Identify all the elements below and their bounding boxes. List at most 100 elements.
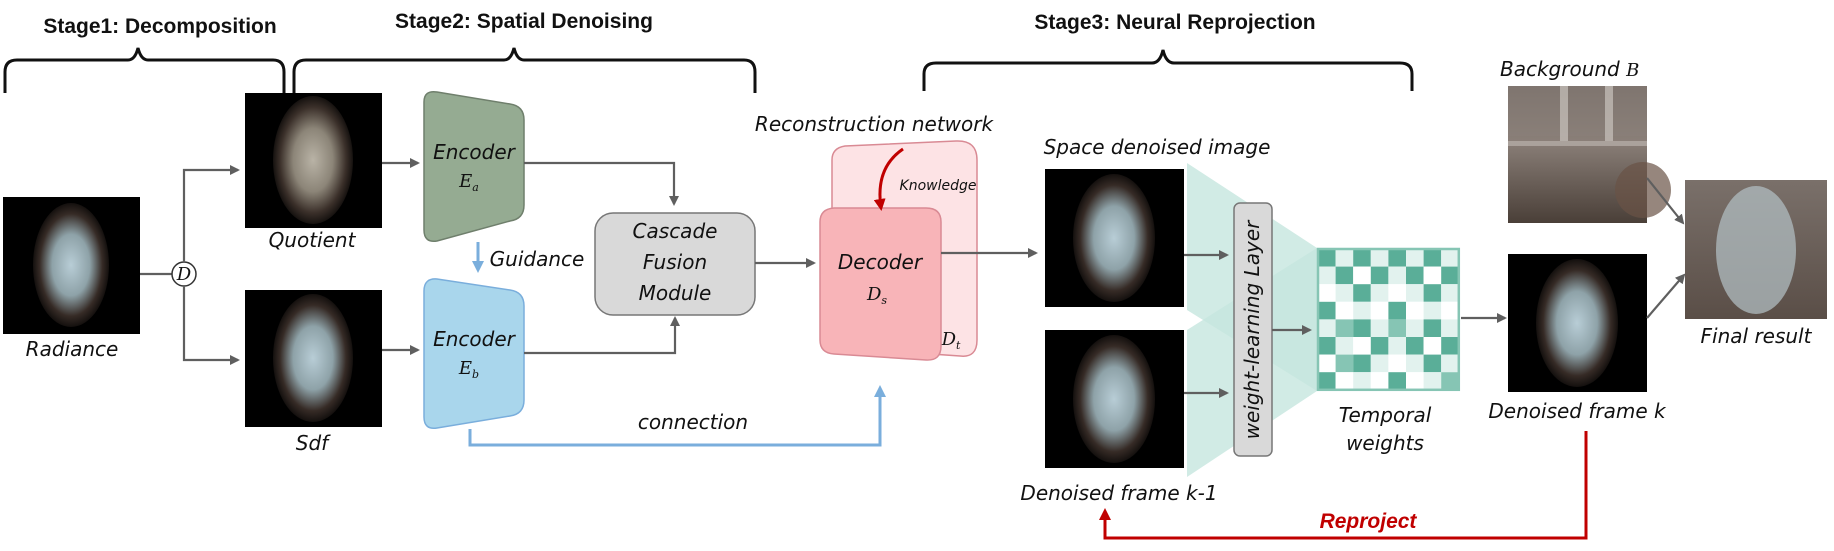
knowledge-label: Knowledge [900,178,977,194]
weight-cell [1318,301,1336,320]
arrow-current-to-final [1646,273,1686,319]
radiance-label: Radiance [26,337,119,361]
weight-cell [1423,301,1442,320]
arrow-to-sdf [182,286,240,365]
weight-cell [1353,284,1371,302]
weight-cell [1406,319,1424,337]
background-label: Background B [1500,57,1639,81]
connection-label: connection [638,410,748,434]
reproject-arrow [1099,431,1588,540]
prev-frame-image [1045,330,1184,468]
weight-cell [1318,249,1336,267]
arrow-encoder-a-to-fusion [524,161,679,206]
decompose-node: D [171,261,197,287]
weight-cell [1388,354,1406,373]
weight-cell [1441,354,1459,373]
student-decoder: Decoder Ds [819,207,942,361]
fusion-line2: Fusion [643,250,707,274]
stage2-brace [292,47,757,93]
weight-cell [1388,249,1406,267]
weight-cell [1318,266,1336,285]
weight-cell [1318,319,1336,337]
weight-cell [1388,337,1406,355]
weight-cell [1335,354,1354,373]
connection-arrow [468,385,886,447]
weight-cell [1388,301,1406,320]
weight-cell [1353,372,1371,390]
cascade-fusion-module: Cascade Fusion Module [594,212,756,316]
arrow-background-to-final [1646,177,1685,225]
weight-learning-layer: weight-learning Layer [1233,202,1273,457]
stage1-title: Stage1: Decomposition [43,15,276,38]
weight-cell [1335,319,1354,337]
weight-cell [1423,354,1442,373]
weight-cell [1335,284,1354,302]
weight-cell [1423,249,1442,267]
stage2-title: Stage2: Spatial Denoising [395,10,653,33]
weight-cell [1335,249,1354,267]
weight-cell [1406,284,1424,302]
weight-cell [1406,301,1424,320]
weight-cell [1353,249,1371,267]
arrow-to-quotient [182,165,240,262]
weight-cell [1370,372,1389,390]
encoder-b-label: Encoder [433,327,517,351]
decompose-symbol: D [176,264,192,285]
weight-cell [1423,337,1442,355]
weight-cell [1406,354,1424,373]
weight-cell [1318,284,1336,302]
weight-cell [1318,337,1336,355]
weight-cell [1441,319,1459,337]
teacher-symbol: Dt [941,329,961,352]
weight-grid-border [1316,247,1461,392]
weight-cell [1406,266,1424,285]
weight-cell [1335,266,1354,285]
encoder-a: Encoder Ea [423,90,525,243]
weight-cell [1423,372,1442,390]
weight-cell [1423,284,1442,302]
prev-frame-label: Denoised frame k-1 [1020,481,1217,505]
final-result-label: Final result [1701,324,1813,348]
weight-cell [1441,337,1459,355]
sdf-image [245,290,382,427]
stage3-title: Stage3: Neural Reprojection [1034,11,1315,34]
fusion-line3: Module [639,281,712,305]
weight-cell [1441,266,1459,285]
weight-cell [1370,301,1389,320]
weight-cell [1335,301,1354,320]
reconstruction-title: Reconstruction network [755,112,995,136]
weight-cell [1370,266,1389,285]
weight-cell [1370,337,1389,355]
weight-cell [1388,319,1406,337]
weight-cell [1441,301,1459,320]
weight-cell [1406,249,1424,267]
weight-cell [1318,354,1336,373]
weight-cell [1370,354,1389,373]
decoder-symbol: Ds [866,284,887,307]
weight-cell [1335,337,1354,355]
weight-cell [1406,337,1424,355]
guidance-label: Guidance [490,247,585,271]
quotient-label: Quotient [269,228,357,252]
weight-cell [1370,319,1389,337]
weight-cell [1441,372,1459,390]
weight-cell [1388,266,1406,285]
temporal-weights-grid [1316,247,1461,392]
knowledge-arrow [873,147,904,211]
weight-cell [1353,319,1371,337]
weight-cell [1441,249,1459,267]
weight-cell [1353,301,1371,320]
weight-cell [1335,372,1354,390]
space-denoised-label: Space denoised image [1044,135,1271,159]
weight-cell [1370,249,1389,267]
weight-cell [1441,284,1459,302]
weight-cell [1353,266,1371,285]
stage1-brace [3,47,286,93]
weight-cell [1353,337,1371,355]
encoder-a-label: Encoder [433,140,517,164]
decoder-label: Decoder [838,250,924,274]
quotient-image [245,93,382,228]
radiance-image [3,197,140,334]
space-denoised-image [1045,169,1184,307]
encoder-b-symbol: Eb [458,358,479,381]
